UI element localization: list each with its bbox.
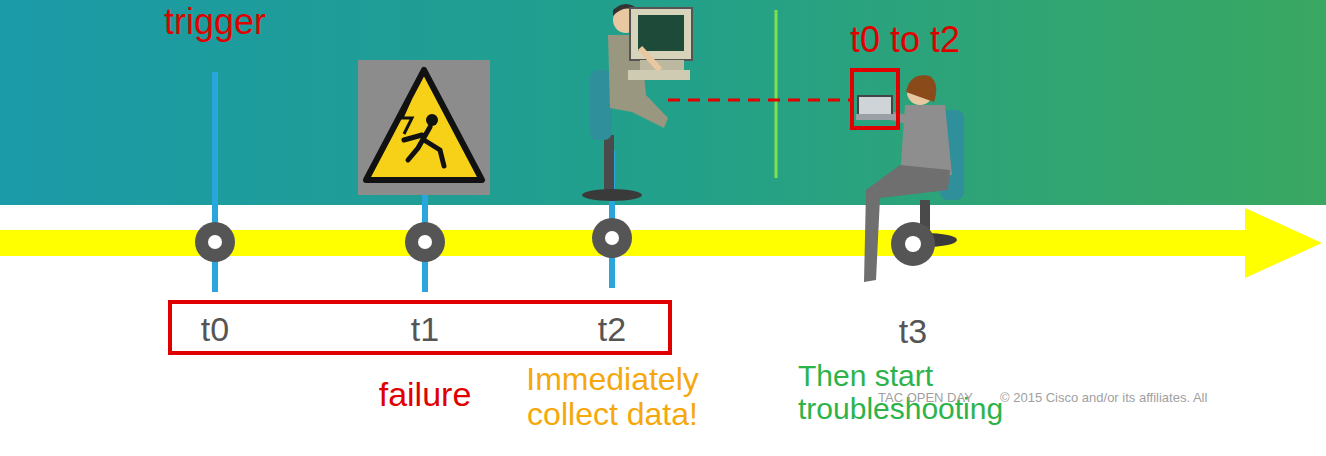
timeline-dots bbox=[195, 218, 935, 266]
event-label: trigger bbox=[140, 2, 290, 42]
time-label: t3 bbox=[863, 313, 963, 350]
time-label: t1 bbox=[411, 310, 439, 349]
range-label: t0 to t2 bbox=[850, 20, 1050, 60]
warning-sign bbox=[358, 60, 490, 195]
dashed-leader bbox=[668, 99, 852, 102]
time-label: t2 bbox=[598, 310, 626, 349]
header-band bbox=[0, 0, 1326, 205]
copyright-note: © 2015 Cisco and/or its affiliates. All bbox=[1000, 391, 1326, 405]
bracket-box: t0 t1 t2 bbox=[168, 300, 672, 355]
event-label: failure bbox=[350, 376, 500, 413]
time-label: t0 bbox=[201, 310, 229, 349]
action-note: Immediately collect data! bbox=[500, 362, 725, 432]
woman-figure bbox=[856, 75, 964, 282]
separator-line bbox=[775, 10, 778, 178]
watermark: TAC OPEN DAY bbox=[878, 391, 998, 405]
timeline-arrow bbox=[0, 208, 1322, 278]
engineer-figure bbox=[582, 4, 692, 201]
highlight-box bbox=[852, 70, 898, 128]
